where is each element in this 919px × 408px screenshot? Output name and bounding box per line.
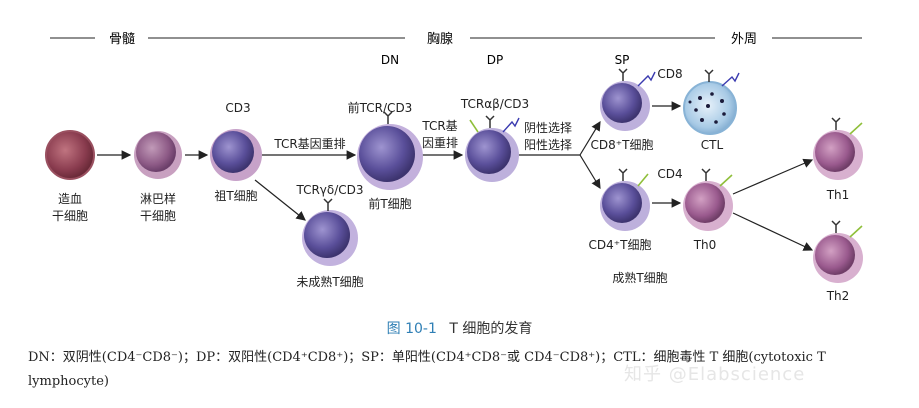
label-hsc-1: 造血	[58, 192, 82, 206]
receptor-icon	[701, 168, 711, 181]
label-tcr-ab: TCRαβ/CD3	[460, 97, 529, 111]
cell-th0	[683, 168, 733, 231]
cd4-coreceptor-icon	[849, 122, 863, 135]
arrows	[97, 101, 814, 251]
granules	[688, 92, 726, 124]
cell-lymphoid	[134, 131, 182, 179]
stage-dn-label: DN	[381, 53, 399, 67]
cell-hsc	[45, 130, 95, 180]
figure-title: T 细胞的发育	[449, 321, 533, 337]
figure-footnote: DN：双阴性(CD4⁻CD8⁻)；DP：双阳性(CD4⁺CD8⁺)；SP：单阳性…	[28, 350, 826, 389]
cd4-coreceptor-icon	[637, 173, 649, 187]
region-bone-marrow: 骨髓	[109, 32, 135, 47]
cd4-coreceptor-icon	[849, 225, 863, 238]
cell-labels: 造血 干细胞 淋巴样 干细胞 祖T细胞 前T细胞 未成熟T细胞 CD8⁺T细胞 …	[52, 138, 849, 303]
label-pre-t: 前T细胞	[368, 196, 411, 211]
cd4-coreceptor-icon	[719, 174, 733, 187]
cd8-coreceptor-icon	[502, 117, 520, 133]
label-positive-selection: 阳性选择	[524, 138, 572, 152]
label-th1: Th1	[826, 188, 850, 202]
receptor-icon	[704, 69, 714, 82]
label-tcr-rearrangement: TCR基因重排	[273, 137, 345, 151]
receptor-icon	[831, 117, 841, 130]
label-tcr-rearrangement-2b: 因重排	[422, 136, 458, 150]
label-cd3: CD3	[225, 101, 250, 115]
cell-pre-t	[357, 111, 423, 190]
watermark: 知乎 @Elabscience	[624, 364, 806, 385]
marker-labels: CD3 前TCR/CD3 TCR基因重排 TCRγδ/CD3 TCR基 因重排 …	[225, 67, 682, 197]
cd4-coreceptor-icon	[469, 119, 479, 133]
label-ctl: CTL	[701, 138, 724, 152]
label-hsc-2: 干细胞	[52, 209, 88, 223]
stage-sp-label: SP	[615, 53, 630, 67]
receptor-icon	[485, 115, 495, 128]
receptor-icon	[323, 198, 333, 211]
label-th0: Th0	[693, 238, 717, 252]
label-immature: 未成熟T细胞	[296, 274, 363, 289]
label-tcr-gd: TCRγδ/CD3	[295, 183, 363, 197]
label-pre-tcr: 前TCR/CD3	[348, 100, 413, 115]
receptor-icon	[383, 111, 393, 124]
cell-immature	[302, 198, 358, 266]
label-cd8: CD8	[657, 67, 682, 81]
label-mature: 成熟T细胞	[612, 270, 667, 285]
region-periphery: 外周	[731, 32, 757, 47]
label-th2: Th2	[826, 289, 850, 303]
cell-cd8t	[600, 68, 656, 131]
t-cell-development-diagram: 骨髓 胸腺 外周 DN DP SP	[45, 32, 863, 303]
cell-pro-t	[210, 129, 262, 181]
receptor-icon	[618, 168, 628, 181]
region-header: 骨髓 胸腺 外周	[50, 32, 862, 47]
label-cd8t: CD8⁺T细胞	[591, 138, 654, 152]
label-cd4: CD4	[657, 167, 682, 181]
cell-ctl	[683, 69, 740, 135]
cell-dp	[465, 115, 520, 182]
label-pro-t: 祖T细胞	[214, 188, 257, 203]
label-lymphoid-2: 干细胞	[140, 209, 176, 223]
label-cd4t: CD4⁺T细胞	[589, 238, 652, 252]
label-negative-selection: 阴性选择	[524, 121, 572, 135]
cd8-coreceptor-icon	[721, 72, 740, 87]
receptor-icon	[618, 68, 628, 81]
figure-caption: 图 10-1 T 细胞的发育	[0, 318, 919, 338]
cell-th1	[813, 117, 863, 180]
label-tcr-rearrangement-2a: TCR基	[421, 119, 457, 133]
receptor-icon	[831, 220, 841, 233]
cd8-coreceptor-icon	[637, 71, 656, 87]
label-lymphoid-1: 淋巴样	[140, 191, 176, 206]
cell-th2	[813, 220, 863, 283]
region-thymus: 胸腺	[427, 32, 453, 47]
stage-dp-label: DP	[487, 53, 503, 67]
cell-cd4t	[600, 168, 650, 231]
figure-number: 图 10-1	[386, 321, 437, 337]
